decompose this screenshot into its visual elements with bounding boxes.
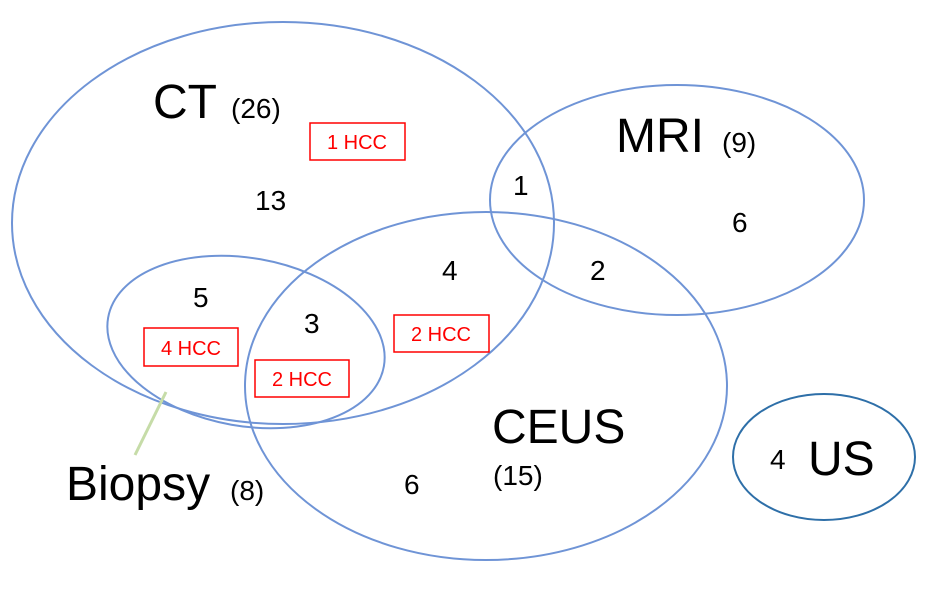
region-ct-biopsy: 5 <box>193 282 209 313</box>
biopsy-count: (8) <box>230 475 264 506</box>
region-ct-only: 13 <box>255 185 286 216</box>
ct-ellipse <box>11 21 555 425</box>
biopsy-pointer-line <box>133 391 168 456</box>
us-ellipse <box>732 393 916 521</box>
ceus-count: (15) <box>493 460 543 491</box>
region-mri-only: 6 <box>732 207 748 238</box>
mri-count: (9) <box>722 127 756 158</box>
ceus-ellipse <box>244 211 728 561</box>
mri-ellipse <box>489 84 865 316</box>
biopsy-label: Biopsy <box>66 458 210 511</box>
region-ct-ceus: 4 <box>442 255 458 286</box>
us-count: 4 <box>770 444 786 475</box>
hcc-box-ct-biopsy-ceus <box>254 359 350 398</box>
ceus-label: CEUS <box>492 401 625 454</box>
hcc-label-ct-ceus: 2 HCC <box>411 324 471 346</box>
region-ct-mri: 1 <box>513 170 529 201</box>
region-mri-ceus: 2 <box>590 255 606 286</box>
hcc-box-ct-only <box>309 122 406 161</box>
hcc-box-ct-biopsy <box>143 327 239 367</box>
region-ceus-only: 6 <box>404 469 420 500</box>
ct-count: (26) <box>231 93 281 124</box>
hcc-label-ct-only: 1 HCC <box>327 132 387 154</box>
mri-label: MRI <box>616 110 704 163</box>
us-label: US <box>808 433 875 486</box>
hcc-label-ct-biopsy: 4 HCC <box>161 338 221 360</box>
ct-label: CT <box>153 76 217 129</box>
hcc-box-ct-ceus <box>393 314 490 353</box>
biopsy-ellipse <box>106 254 386 430</box>
hcc-label-ct-biopsy-ceus: 2 HCC <box>272 369 332 391</box>
region-ct-biopsy-ceus: 3 <box>304 308 320 339</box>
